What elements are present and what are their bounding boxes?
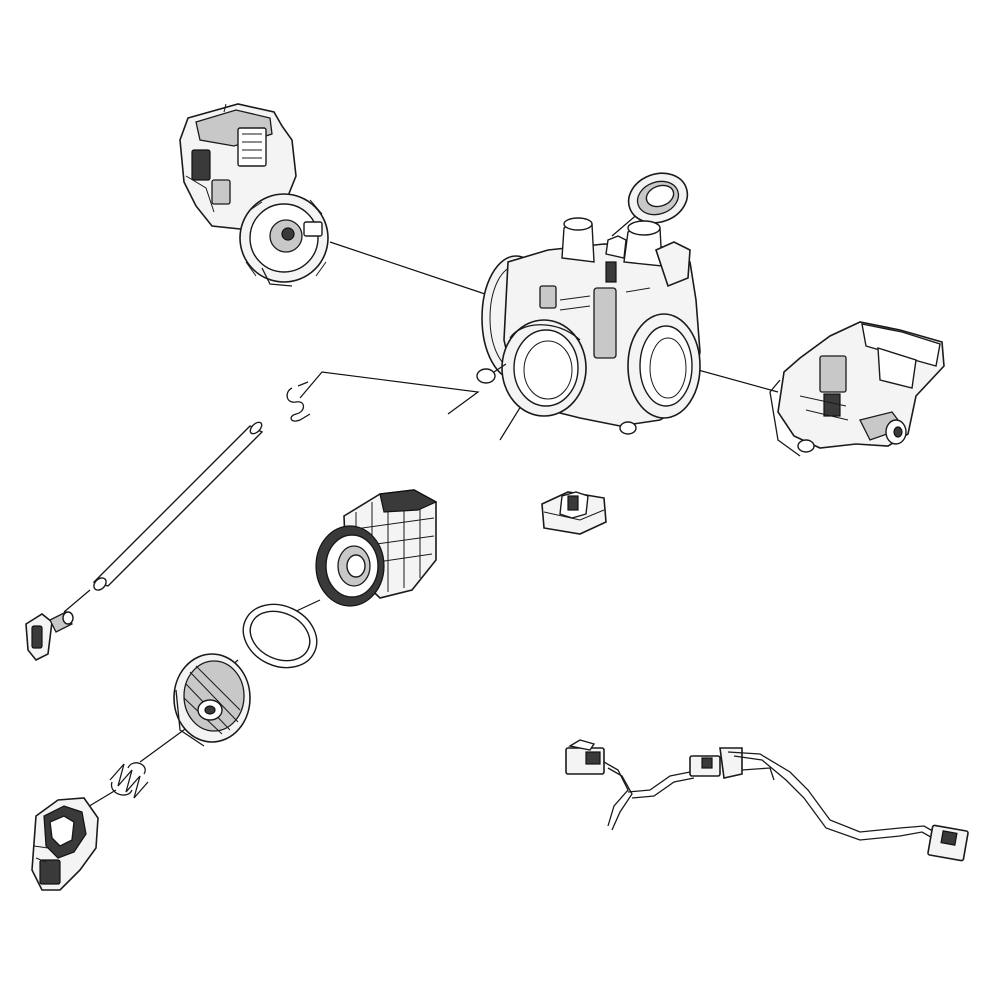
filter-knob-small	[25, 611, 74, 662]
leader-cap-spring	[139, 723, 193, 763]
pump-housing	[476, 217, 701, 435]
filter-gasket-ring	[242, 603, 318, 669]
cap-seal-ring	[627, 172, 689, 224]
compression-spring	[109, 762, 149, 799]
leader-drain-pump	[329, 241, 489, 296]
wire-harness	[565, 739, 969, 862]
filter-cartridge	[315, 489, 438, 607]
filter-knob-large	[31, 797, 99, 891]
leader-spring-knob	[85, 789, 117, 809]
drain-pump-motor	[179, 103, 329, 287]
leader-clip	[299, 371, 480, 415]
leader-rod-knob	[63, 589, 91, 613]
spring-clip	[286, 381, 311, 422]
mounting-bracket	[541, 491, 607, 535]
filter-cap	[173, 653, 251, 747]
circulation-pump-motor	[769, 321, 945, 457]
drain-rod	[92, 421, 264, 591]
